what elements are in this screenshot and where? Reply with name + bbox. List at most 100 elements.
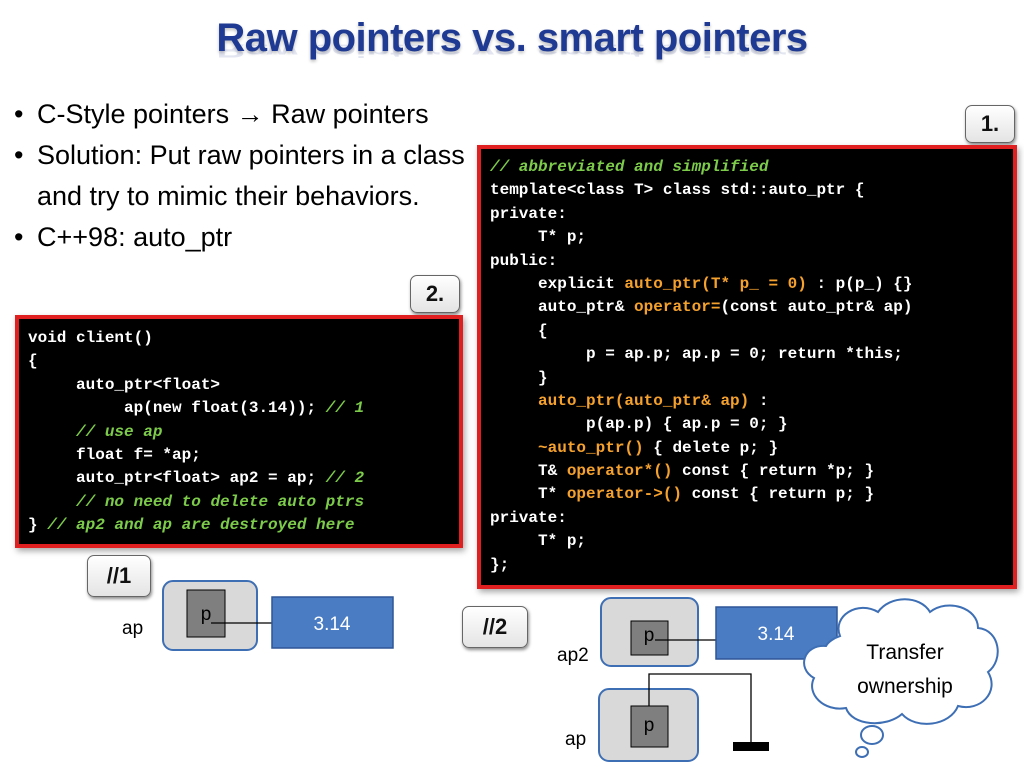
code-line: private:	[490, 507, 1013, 530]
code-line: };	[490, 554, 1013, 577]
code-text: template<class T> class std::auto_ptr {	[490, 181, 865, 200]
thought-bubble-icon	[855, 746, 869, 758]
code-text: :	[749, 391, 769, 410]
bullet-item-cstyle: C-Style pointers → Raw pointers	[12, 94, 482, 135]
bullet-item-cpp98: C++98: auto_ptr	[12, 217, 482, 258]
right-arrow-icon: →	[236, 99, 264, 129]
cloud-line: Transfer	[866, 641, 944, 664]
code-line: {	[490, 320, 1013, 343]
p-field-box	[186, 589, 226, 638]
code-line: // no need to delete auto ptrs	[28, 491, 459, 514]
code-text: public:	[490, 251, 558, 270]
code-comment: // ap2 and ap are destroyed here	[47, 516, 355, 535]
code-highlight: auto_ptr(auto_ptr& ap)	[538, 391, 750, 410]
code-line: void client()	[28, 327, 459, 350]
code-text: float f= *ap;	[28, 445, 201, 464]
code-text: }	[28, 516, 48, 535]
code-line: auto_ptr<float> ap2 = ap; // 2	[28, 467, 459, 490]
code-text: {	[490, 321, 548, 340]
code-text: const { return p; }	[682, 485, 875, 504]
code-text: auto_ptr&	[490, 298, 635, 317]
code-line: template<class T> class std::auto_ptr {	[490, 179, 1013, 202]
code-line: p = ap.p; ap.p = 0; return *this;	[490, 343, 1013, 366]
code-text: }	[490, 368, 548, 387]
bullet-item-solution: Solution: Put raw pointers in a class an…	[12, 135, 467, 217]
code-line: auto_ptr<float>	[28, 374, 459, 397]
label-box-1: 1.	[965, 105, 1015, 143]
auto-ptr-class-code: // abbreviated and simplified template<cl…	[477, 145, 1017, 589]
code-line: public:	[490, 250, 1013, 273]
code-highlight: operator=	[634, 298, 721, 317]
thought-cloud-icon	[803, 598, 999, 725]
code-text: private:	[490, 204, 567, 223]
code-text: (const auto_ptr& ap)	[720, 298, 913, 317]
code-text: explicit	[490, 274, 625, 293]
cloud-line: ownership	[857, 675, 953, 698]
code-line: // abbreviated and simplified	[490, 156, 1013, 179]
null-pointer-line	[648, 673, 752, 744]
code-line: p(ap.p) { ap.p = 0; }	[490, 413, 1013, 436]
p-field-box	[630, 705, 669, 748]
code-line: T* p;	[490, 530, 1013, 553]
p-field-label: p	[201, 604, 212, 625]
code-text: T* p;	[490, 532, 587, 551]
value-text: 3.14	[758, 624, 795, 645]
step-1-label: //1	[87, 555, 151, 597]
code-line: T& operator*() const { return *p; }	[490, 460, 1013, 483]
code-text: auto_ptr<float>	[28, 375, 221, 394]
code-highlight: ~auto_ptr()	[538, 438, 644, 457]
client-function-code: void client() { auto_ptr<float> ap(new fl…	[15, 315, 463, 548]
code-text: T*	[490, 485, 567, 504]
code-text: auto_ptr<float> ap2 = ap;	[28, 469, 326, 488]
ap-label: ap	[122, 618, 144, 639]
code-text: private:	[490, 508, 567, 527]
code-line: T* p;	[490, 226, 1013, 249]
code-highlight: operator->()	[566, 485, 683, 504]
bullet-text: Raw pointers	[263, 99, 429, 129]
label-box-2: 2.	[410, 275, 460, 313]
code-line: auto_ptr(auto_ptr& ap) :	[490, 390, 1013, 413]
p-field-box	[630, 620, 669, 656]
code-comment: // use ap	[76, 422, 163, 441]
code-text: void client()	[28, 329, 153, 347]
code-line: ~auto_ptr() { delete p; }	[490, 437, 1013, 460]
code-comment: // 2	[325, 469, 365, 488]
code-text: p(ap.p) { ap.p = 0; }	[490, 415, 788, 434]
p-field-label: p	[644, 715, 655, 736]
code-comment: // no need to delete auto ptrs	[76, 492, 365, 511]
code-comment: // 1	[325, 399, 365, 418]
code-line: {	[28, 350, 459, 373]
code-line: }	[490, 367, 1013, 390]
code-text: {	[28, 352, 38, 371]
ap-label: ap	[565, 729, 587, 750]
code-comment: // abbreviated and simplified	[490, 158, 769, 176]
code-text: ap(new float(3.14));	[28, 399, 326, 418]
bullet-text: C-Style pointers	[37, 99, 237, 129]
code-line: auto_ptr& operator=(const auto_ptr& ap)	[490, 296, 1013, 319]
p-field-label: p	[644, 625, 655, 646]
code-line: T* operator->() const { return p; }	[490, 483, 1013, 506]
code-line: float f= *ap;	[28, 444, 459, 467]
ap2-label: ap2	[557, 645, 589, 666]
value-text: 3.14	[314, 614, 351, 635]
code-line: private:	[490, 203, 1013, 226]
code-text: : p(p_) {}	[806, 274, 913, 293]
code-text: T&	[490, 462, 567, 481]
code-text: T* p;	[490, 228, 587, 247]
transfer-ownership-note: Transfer ownership	[820, 636, 990, 704]
code-text: };	[490, 555, 510, 574]
thought-bubble-icon	[860, 725, 884, 745]
bullet-list: C-Style pointers → Raw pointers Solution…	[12, 94, 482, 258]
slide-title: Raw pointers vs. smart pointers	[216, 16, 808, 60]
step-2-label: //2	[462, 606, 528, 648]
code-line: explicit auto_ptr(T* p_ = 0) : p(p_) {}	[490, 273, 1013, 296]
code-text: const { return *p; }	[672, 462, 875, 481]
null-ground-icon	[733, 742, 769, 751]
code-line: } // ap2 and ap are destroyed here	[28, 514, 459, 537]
code-line: // use ap	[28, 421, 459, 444]
code-highlight: operator*()	[566, 462, 673, 481]
code-text: { delete p; }	[643, 438, 779, 457]
value-box	[271, 596, 394, 649]
code-text: p = ap.p; ap.p = 0; return *this;	[490, 345, 903, 364]
